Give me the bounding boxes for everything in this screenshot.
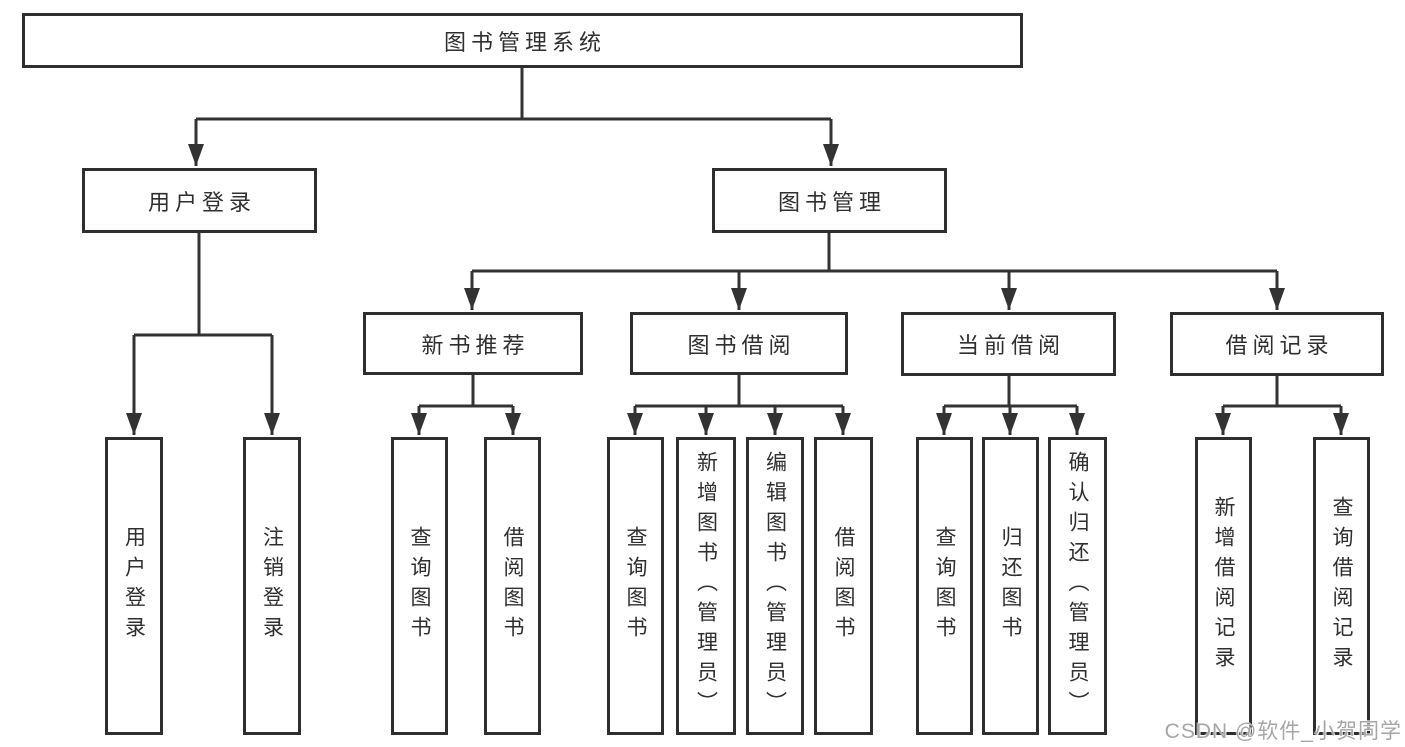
leaf-borrow-books-recommend: 借阅图书	[484, 437, 541, 735]
leaf-borrow-books-borrowing: 借阅图书	[814, 437, 873, 735]
leaf-borrow-books-recommend-label: 借阅图书	[501, 526, 524, 646]
node-borrowing-records: 借阅记录	[1170, 312, 1384, 376]
connector-current-borrowing-rail	[944, 376, 1077, 408]
node-user-login: 用户登录	[82, 168, 317, 233]
leaf-edit-books-admin: 编辑图书（管理员）	[746, 437, 804, 735]
leaf-query-books-borrowing-label: 查询图书	[624, 526, 647, 646]
leaf-add-books-admin-label: 新增图书（管理员）	[694, 451, 718, 721]
connector-user-login-rail	[134, 233, 272, 337]
leaf-edit-books-admin-label: 编辑图书（管理员）	[763, 451, 787, 721]
csdn-watermark: CSDN @软件_小贺同学	[1164, 720, 1402, 743]
leaf-query-books-current-label: 查询图书	[933, 526, 956, 646]
leaf-add-borrow-record: 新增借阅记录	[1195, 437, 1252, 735]
leaf-logout-label: 注销登录	[260, 526, 284, 646]
leaf-query-books-borrowing: 查询图书	[607, 437, 664, 735]
leaf-borrow-books-borrowing-label: 借阅图书	[832, 526, 855, 646]
leaf-query-borrow-record: 查询借阅记录	[1313, 437, 1370, 735]
leaf-user-login: 用户登录	[105, 437, 163, 735]
node-book-borrowing: 图书借阅	[630, 312, 848, 375]
connector-book-management-rail	[472, 233, 1277, 273]
leaf-confirm-return-admin-label: 确认归还（管理员）	[1066, 451, 1089, 721]
leaf-add-borrow-record-label: 新增借阅记录	[1212, 496, 1235, 676]
connector-root-rail	[196, 68, 831, 121]
leaf-query-books-current: 查询图书	[916, 437, 973, 735]
node-book-management: 图书管理	[712, 168, 947, 233]
leaf-query-borrow-record-label: 查询借阅记录	[1330, 496, 1353, 676]
leaf-confirm-return-admin: 确认归还（管理员）	[1048, 437, 1107, 735]
leaf-return-books: 归还图书	[982, 437, 1039, 735]
node-current-borrowing: 当前借阅	[901, 312, 1116, 376]
leaf-return-books-label: 归还图书	[999, 526, 1022, 646]
node-library-system: 图书管理系统	[22, 13, 1023, 68]
connector-book-borrowing-rail	[635, 375, 843, 408]
leaf-query-books-recommend-label: 查询图书	[408, 526, 431, 646]
node-new-book-recommend: 新书推荐	[363, 312, 583, 375]
leaf-query-books-recommend: 查询图书	[391, 437, 448, 735]
leaf-user-login-label: 用户登录	[122, 526, 146, 646]
leaf-logout: 注销登录	[243, 437, 301, 735]
connector-borrowing-records-rail	[1223, 376, 1341, 408]
leaf-add-books-admin: 新增图书（管理员）	[676, 437, 736, 735]
connector-new-book-recommend-rail	[419, 375, 513, 408]
